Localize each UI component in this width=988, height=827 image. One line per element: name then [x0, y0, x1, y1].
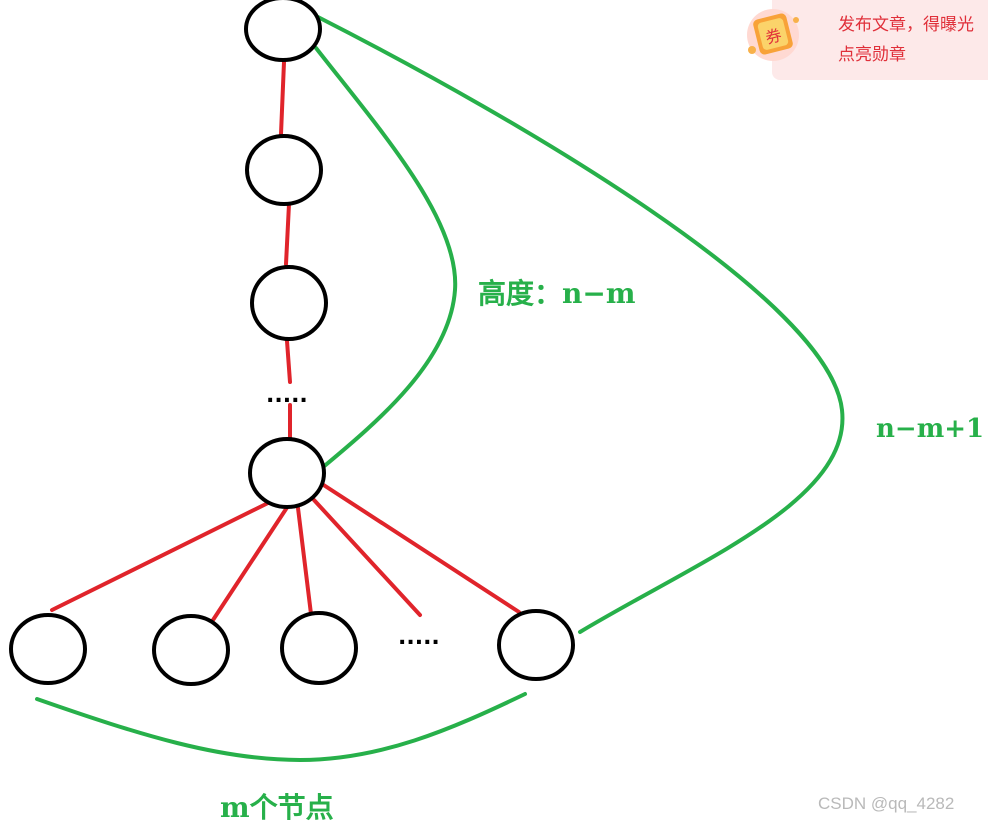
coupon-icon: 券 [742, 2, 804, 64]
nodes [9, 0, 575, 686]
csdn-watermark: CSDN @qq_4282 [818, 794, 955, 813]
edge-chainbottom-leaf1 [50, 500, 272, 612]
edge-chain3-ellipsis [285, 339, 292, 384]
node-chain-2 [245, 134, 323, 206]
svg-text:券: 券 [764, 25, 784, 47]
leaf-ellipsis: ..... [398, 625, 440, 650]
edge-chainbottom-leaf2 [211, 504, 290, 622]
node-leaf-5 [497, 609, 575, 681]
node-leaf-3 [280, 611, 358, 685]
promo-line-2: 点亮勋章 [838, 45, 906, 65]
publish-promo-badge[interactable]: 券 发布文章，得曝光 点亮勋章 [747, 0, 988, 80]
total-brace-curve [314, 14, 845, 634]
edge-chainbottom-leaf3 [296, 506, 313, 616]
node-leaf-2 [152, 614, 230, 686]
height-brace-curve [314, 46, 458, 470]
red-edges [50, 60, 521, 622]
height-label: 高度：n−m [478, 277, 635, 310]
edge-chainbottom-leaf5 [317, 480, 521, 614]
edge-chain2-chain3 [284, 202, 291, 266]
node-root [244, 0, 322, 62]
node-chain-bottom [248, 437, 326, 509]
green-curves [35, 14, 845, 763]
edge-root-chain2 [279, 60, 286, 136]
total-label: n−m+1 [876, 414, 984, 444]
edge-chainbottom-leaf4 [312, 498, 422, 617]
node-leaf-1 [9, 613, 87, 685]
node-chain-3 [250, 265, 328, 341]
leaf-count-label: m个节点 [220, 791, 334, 824]
leaf-brace-curve [35, 692, 527, 763]
chain-ellipsis: ..... [266, 383, 308, 408]
promo-line-1: 发布文章，得曝光 [838, 15, 974, 35]
